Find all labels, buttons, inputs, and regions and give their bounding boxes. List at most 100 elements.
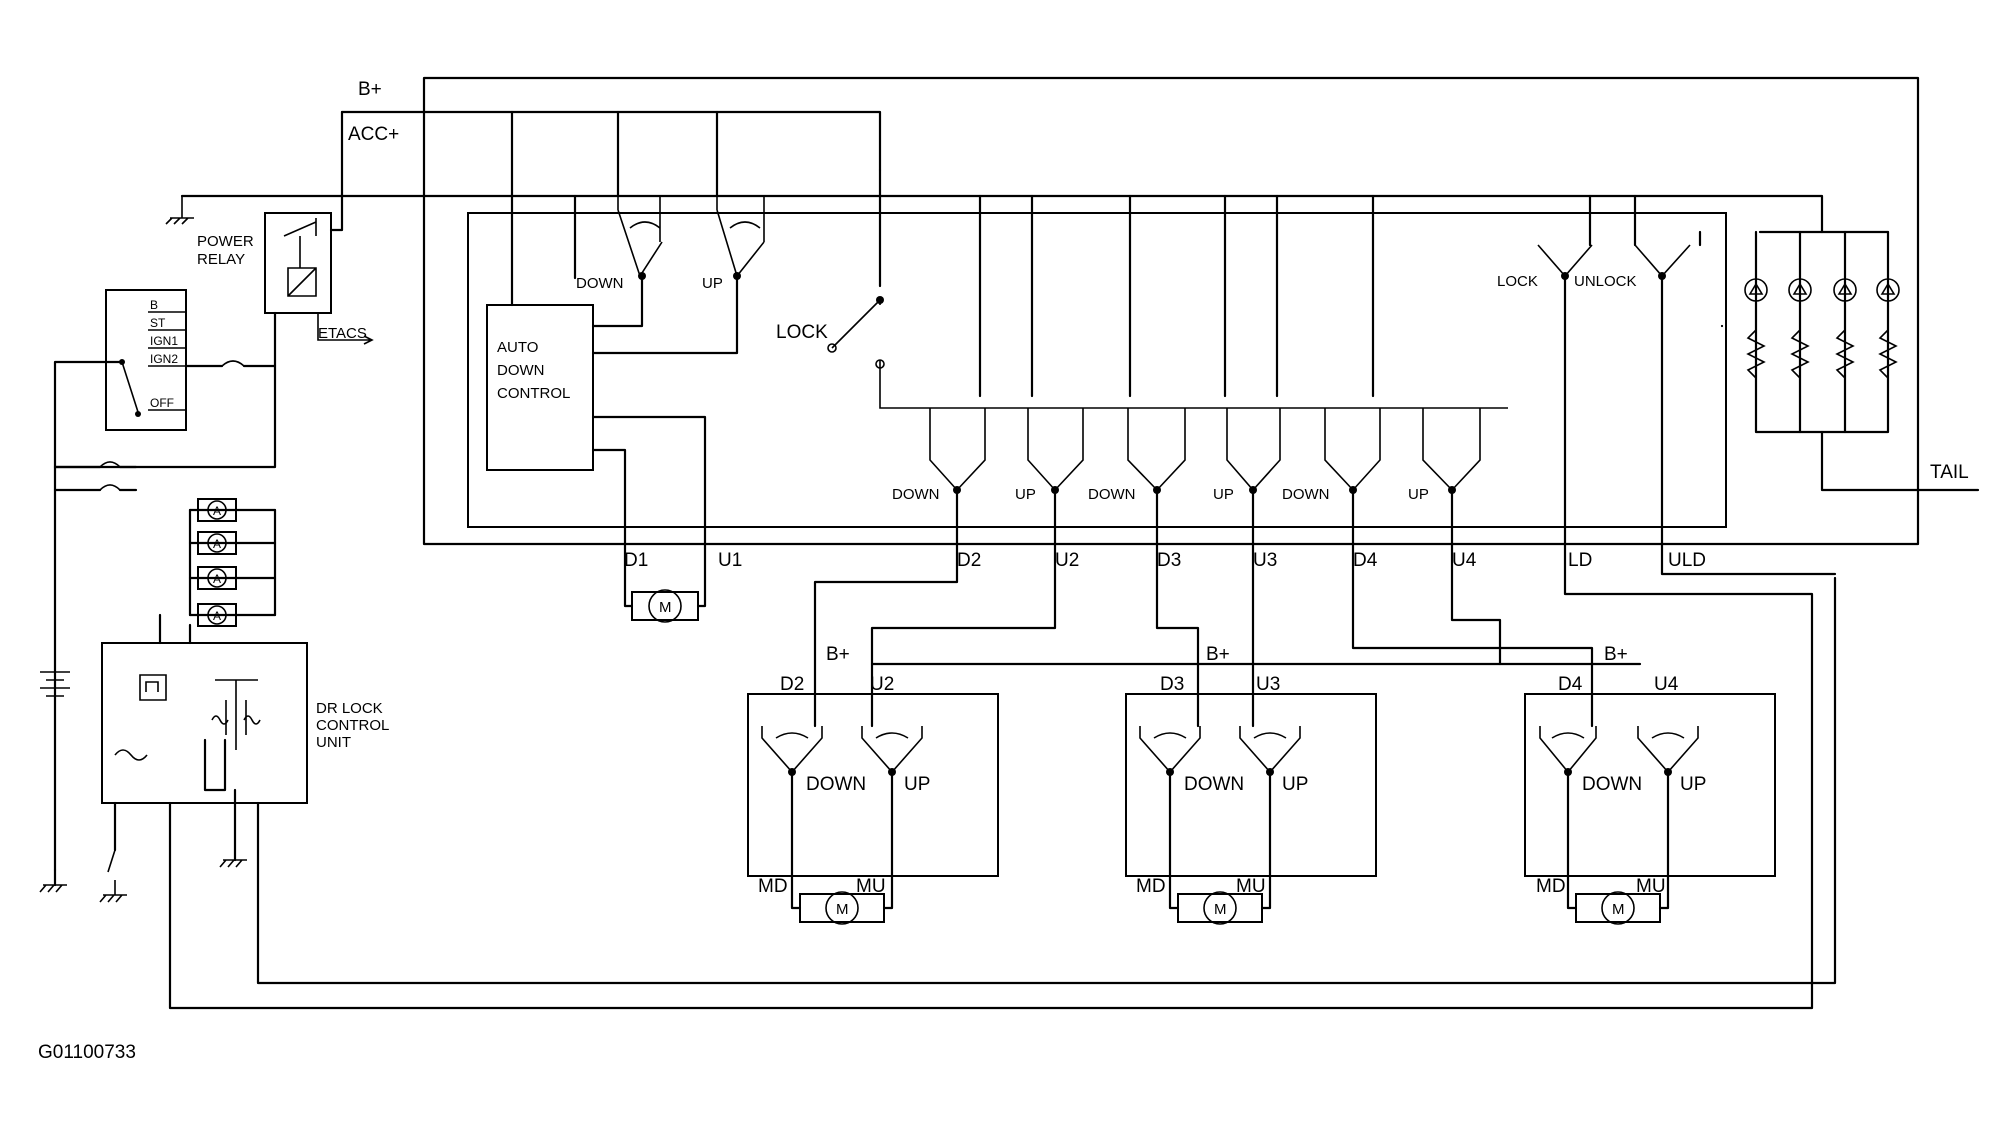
motor-3-label: M	[1214, 901, 1227, 918]
tail-lamp-icon-4	[1876, 278, 1900, 302]
master-switch-group	[929, 194, 1481, 494]
door2-u2-label: U2	[870, 674, 894, 695]
door2-down-label: DOWN	[806, 774, 866, 795]
door3-bplus-label: B+	[1206, 644, 1230, 665]
switch-down-3-icon	[1127, 408, 1186, 492]
door-lock-actuators	[188, 498, 277, 627]
actuator-3-label: A	[213, 572, 221, 586]
door4-d4-label: D4	[1558, 674, 1583, 695]
door4-bplus-label: B+	[1604, 644, 1628, 665]
door3-down-label: DOWN	[1184, 774, 1244, 795]
door3-u3-label: U3	[1256, 674, 1280, 695]
door4-md-label: MD	[1536, 876, 1566, 897]
wire-uld-label: ULD	[1668, 550, 1706, 571]
actuator-3	[197, 566, 237, 590]
lock-switch-label: LOCK	[1497, 273, 1538, 290]
motor-d1-u1	[623, 546, 707, 623]
actuator-4	[197, 603, 237, 627]
etacs-label: ETACS	[318, 325, 367, 342]
door-switch-unit-3	[1125, 693, 1377, 925]
switch-up-4-icon	[1422, 408, 1481, 492]
actuator-2-label: A	[213, 537, 221, 551]
ign-st-label: ST	[150, 316, 166, 330]
battery-icon	[39, 671, 70, 893]
wire-u3-label: U3	[1253, 550, 1277, 571]
door3-mu-label: MU	[1236, 876, 1266, 897]
power-rails	[180, 76, 1920, 546]
wire-ld-label: LD	[1568, 550, 1592, 571]
acc-label: ACC+	[348, 124, 399, 145]
dr-lock-control-unit	[99, 576, 1837, 1010]
door3-md-label: MD	[1136, 876, 1166, 897]
actuator-2	[197, 531, 237, 555]
dr-lock-label-1: DR LOCK	[316, 700, 383, 717]
door2-mu-label: MU	[856, 876, 886, 897]
wire-u1-label: U1	[718, 550, 742, 571]
master-up-3-label: UP	[1213, 486, 1234, 503]
dr-lock-label-2: CONTROL	[316, 717, 389, 734]
auto-down-label-2: DOWN	[497, 362, 545, 379]
door2-d2-label: D2	[780, 674, 804, 695]
actuator-4-label: A	[213, 609, 221, 623]
master-down-2-label: DOWN	[892, 486, 940, 503]
switch-down-4-icon	[1324, 408, 1381, 492]
wire-u2-label: U2	[1055, 550, 1079, 571]
fuse-icons	[53, 461, 138, 492]
door4-up-label: UP	[1680, 774, 1706, 795]
etacs-arrow-icon	[317, 313, 374, 345]
driver-down-switch-icon	[617, 196, 663, 280]
motor-1-label: M	[659, 599, 672, 616]
ign-b-label: B	[150, 298, 158, 312]
door-lock-switch-icons	[1537, 194, 1837, 986]
door4-down-label: DOWN	[1582, 774, 1642, 795]
tail-lamp-icon-2	[1788, 278, 1812, 302]
ign-ig2-label: IGN2	[150, 352, 178, 366]
door2-md-label: MD	[758, 876, 788, 897]
power-relay-label-2: RELAY	[197, 251, 245, 268]
wire-d2-label: D2	[957, 550, 981, 571]
actuator-1-label: A	[213, 504, 221, 518]
main-switch-panel	[467, 212, 1727, 528]
window-lock-label: LOCK	[776, 322, 828, 343]
door2-up-label: UP	[904, 774, 930, 795]
unlock-switch-label: UNLOCK	[1574, 273, 1637, 290]
wire-d1-label: D1	[624, 550, 648, 571]
door2-bplus-label: B+	[826, 644, 850, 665]
driver-up-switch-icon	[716, 196, 765, 280]
door3-d3-label: D3	[1160, 674, 1184, 695]
wire-d4-label: D4	[1353, 550, 1378, 571]
ground-icon	[165, 196, 194, 225]
diagram-id: G01100733	[38, 1042, 136, 1063]
ign-off-label: OFF	[150, 396, 174, 410]
auto-down-wiring	[510, 110, 882, 550]
door-switch-unit-2	[747, 693, 999, 925]
wire-u4-label: U4	[1452, 550, 1477, 571]
door-switch-unit-4	[1524, 693, 1776, 925]
bplus-loop	[422, 76, 1920, 546]
driver-up-label: UP	[702, 275, 723, 292]
switch-up-3-icon	[1226, 408, 1281, 492]
auto-down-control	[486, 304, 594, 471]
motor-2-label: M	[836, 901, 849, 918]
tail-lamp-icon-1	[1744, 278, 1768, 302]
driver-down-label: DOWN	[576, 275, 624, 292]
ignition-switch	[53, 289, 277, 872]
power-relay-label-1: POWER	[197, 233, 254, 250]
tail-lamp-icon-3	[1833, 278, 1857, 302]
window-lock-switch-icon	[827, 296, 1508, 409]
acc-rail	[340, 110, 882, 172]
door4-mu-label: MU	[1636, 876, 1666, 897]
ign-ig1-label: IGN1	[150, 334, 178, 348]
door4-u4-label: U4	[1654, 674, 1679, 695]
door-feed-wires	[813, 488, 1642, 728]
ground-bus	[180, 194, 1824, 234]
master-down-3-label: DOWN	[1088, 486, 1136, 503]
auto-down-label-3: CONTROL	[497, 385, 570, 402]
switch-up-2-icon	[1027, 408, 1084, 492]
tail-label: TAIL	[1930, 462, 1969, 483]
auto-down-label-1: AUTO	[497, 339, 538, 356]
motor-4-label: M	[1612, 901, 1625, 918]
dr-lock-label-3: UNIT	[316, 734, 351, 751]
actuator-1	[197, 498, 237, 522]
